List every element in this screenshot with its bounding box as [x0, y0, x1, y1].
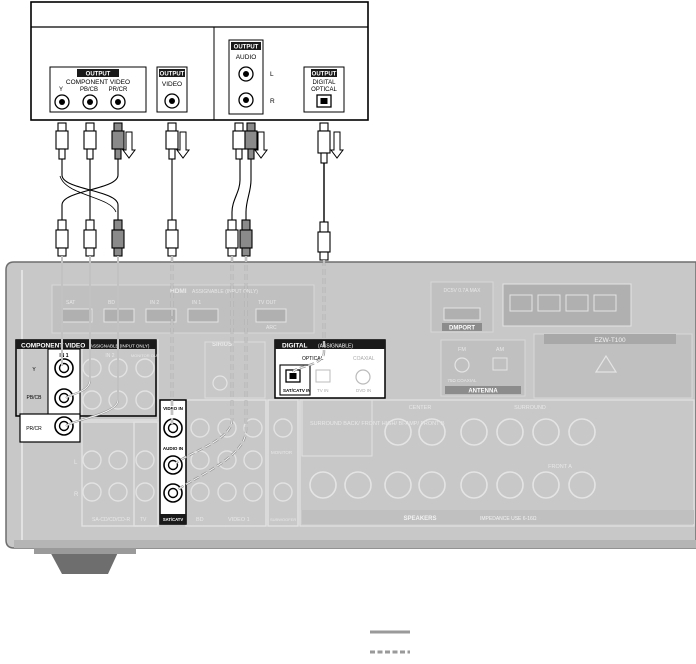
speakers-label: SPEAKERS	[403, 516, 436, 522]
sat-jack-audio-r	[163, 483, 183, 503]
receiver-jack-y	[54, 358, 74, 378]
hdmi-port-bd: BD	[108, 300, 115, 306]
digital-title: DIGITAL	[282, 343, 308, 350]
receiver-component-section: COMPONENT VIDEO ASSIGNABLE (INPUT ONLY) …	[15, 339, 160, 427]
antenna-section: FM AM 75Ω COAXIAL ANTENNA	[440, 339, 526, 397]
surround-back-label: SURROUND BACK/ FRONT HIGH/ BI-AMP/ FRONT…	[310, 421, 445, 427]
sat-catv-label: SAT/CATV	[163, 517, 184, 522]
hdmi-arc: ARC	[266, 325, 277, 331]
source-video-output-label: OUTPUT	[160, 72, 185, 78]
sat-jack-audio-l	[163, 455, 183, 475]
hdmi-title: HDMI	[170, 288, 187, 295]
source-component-output-label: OUTPUT	[86, 72, 111, 78]
receiver: HDMI ASSIGNABLE (INPUT ONLY) SAT BD IN 2…	[5, 256, 696, 574]
sat-audio-in: AUDIO IN	[163, 446, 183, 451]
ethernet-ports	[502, 283, 632, 327]
video1-label: VIDEO 1	[228, 517, 250, 523]
warning-icon	[594, 354, 618, 373]
source-audio-output: OUTPUT AUDIO L R	[228, 39, 275, 115]
receiver-jack-pr	[54, 416, 74, 436]
front-a-label: FRONT A	[548, 464, 572, 470]
antenna-fm: FM	[458, 347, 466, 353]
source-audio-r-label: R	[270, 98, 275, 105]
speakers-section: SURROUND BACK/ FRONT HIGH/ BI-AMP/ FRONT…	[299, 399, 695, 527]
receiver-foot	[48, 548, 120, 574]
center-label: CENTER	[409, 405, 432, 411]
source-jack-y	[54, 94, 70, 110]
source-audio-output-label: OUTPUT	[234, 45, 259, 51]
bd-label: BD	[196, 517, 204, 523]
cables	[55, 122, 344, 261]
dvd-coax-label: DVD IN	[356, 388, 371, 393]
source-optical-output: OUTPUT DIGITAL OPTICAL	[303, 66, 345, 113]
dmport-spec: DC5V 0.7A MAX	[444, 288, 482, 294]
hdmi-assignable: ASSIGNABLE (INPUT ONLY)	[192, 289, 258, 295]
other-inputs	[81, 339, 299, 527]
tv-label: TV	[140, 517, 147, 523]
legend	[370, 630, 410, 654]
optical-label: OPTICAL	[302, 356, 324, 362]
receiver-comp-in2: IN 2	[105, 353, 114, 359]
antenna-fm-sub: 75Ω COAXIAL	[447, 378, 477, 383]
surround-label: SURROUND	[514, 405, 546, 411]
coaxial-label: COAXIAL	[353, 356, 375, 362]
hdmi-port-sat: SAT	[66, 300, 75, 306]
source-component-output: OUTPUT COMPONENT VIDEO Y PB/CB PR/CR	[49, 66, 147, 113]
receiver-comp-y: Y	[32, 367, 36, 373]
source-device: OUTPUT COMPONENT VIDEO Y PB/CB PR/CR OUT…	[30, 1, 369, 121]
dmport-label: DMPORT	[449, 326, 475, 332]
receiver-component-assignable: ASSIGNABLE (INPUT ONLY)	[90, 344, 150, 349]
source-audio-l-label: L	[270, 71, 274, 78]
source-jack-audio-r	[238, 92, 254, 108]
hdmi-port-in2: IN 2	[150, 300, 159, 306]
receiver-comp-pr-label: PR/CR	[26, 426, 42, 432]
source-audio-label: AUDIO	[236, 54, 257, 61]
hdmi-section: HDMI ASSIGNABLE (INPUT ONLY) SAT BD IN 2…	[51, 284, 315, 334]
source-digital-label: DIGITAL	[313, 80, 337, 86]
sat-optical-label: SAT/CATV IN	[283, 388, 311, 393]
receiver-comp-in1: IN 1	[59, 353, 68, 359]
impedance-label: IMPEDANCE USE 6-16Ω	[480, 516, 537, 522]
receiver-component-title: COMPONENT VIDEO	[21, 343, 85, 350]
sirius-label: SIRIUS	[212, 342, 232, 348]
source-jack-pr	[110, 94, 126, 110]
source-plugs	[55, 122, 344, 164]
antenna-am: AM	[496, 347, 505, 353]
sat-video-in: VIDEO IN	[163, 406, 183, 411]
receiver-jack-pb	[54, 388, 74, 408]
source-video-output: OUTPUT VIDEO	[156, 66, 188, 113]
source-video-label: VIDEO	[162, 81, 182, 88]
sa-cd-label: SA-CD/CD/CD-R	[92, 517, 130, 523]
receiver-plugs	[55, 219, 331, 261]
receiver-comp-monitor-out: MONITOR OUT	[131, 353, 160, 358]
monitor-label: MONITOR	[271, 450, 293, 455]
subwoofer-label: SUBWOOFER	[270, 517, 296, 522]
hdmi-port-in1: IN 1	[192, 300, 201, 306]
source-jack-audio-l	[238, 66, 254, 82]
source-component-y-label: Y	[59, 87, 63, 93]
audio-cable	[231, 159, 252, 220]
source-jack-pb	[82, 94, 98, 110]
source-jack-video	[164, 93, 180, 109]
receiver-comp-pb: PB/CB	[26, 395, 42, 401]
ezw-section: EZW-T100	[533, 333, 693, 399]
antenna-label: ANTENNA	[468, 389, 498, 395]
source-jack-optical	[316, 94, 332, 108]
source-component-pb-label: PB/CB	[80, 87, 98, 93]
row-r-label: R	[74, 492, 79, 498]
source-optical-output-label: OUTPUT	[312, 72, 337, 78]
hdmi-port-tv-out: TV OUT	[258, 300, 276, 306]
component-cable	[59, 159, 119, 220]
digital-input-section: DIGITAL (ASSIGNABLE) OPTICAL COAXIAL SAT…	[274, 339, 386, 399]
source-optical-label: OPTICAL	[311, 87, 337, 93]
dmport-section: DC5V 0.7A MAX DMPORT	[430, 281, 494, 333]
digital-assignable: (ASSIGNABLE)	[318, 344, 353, 350]
row-l-label: L	[74, 460, 78, 466]
tv-optical-label: TV IN	[317, 388, 329, 393]
source-component-pr-label: PR/CR	[109, 87, 128, 93]
source-component-title: COMPONENT VIDEO	[66, 79, 130, 86]
ezw-label: EZW-T100	[594, 337, 626, 344]
